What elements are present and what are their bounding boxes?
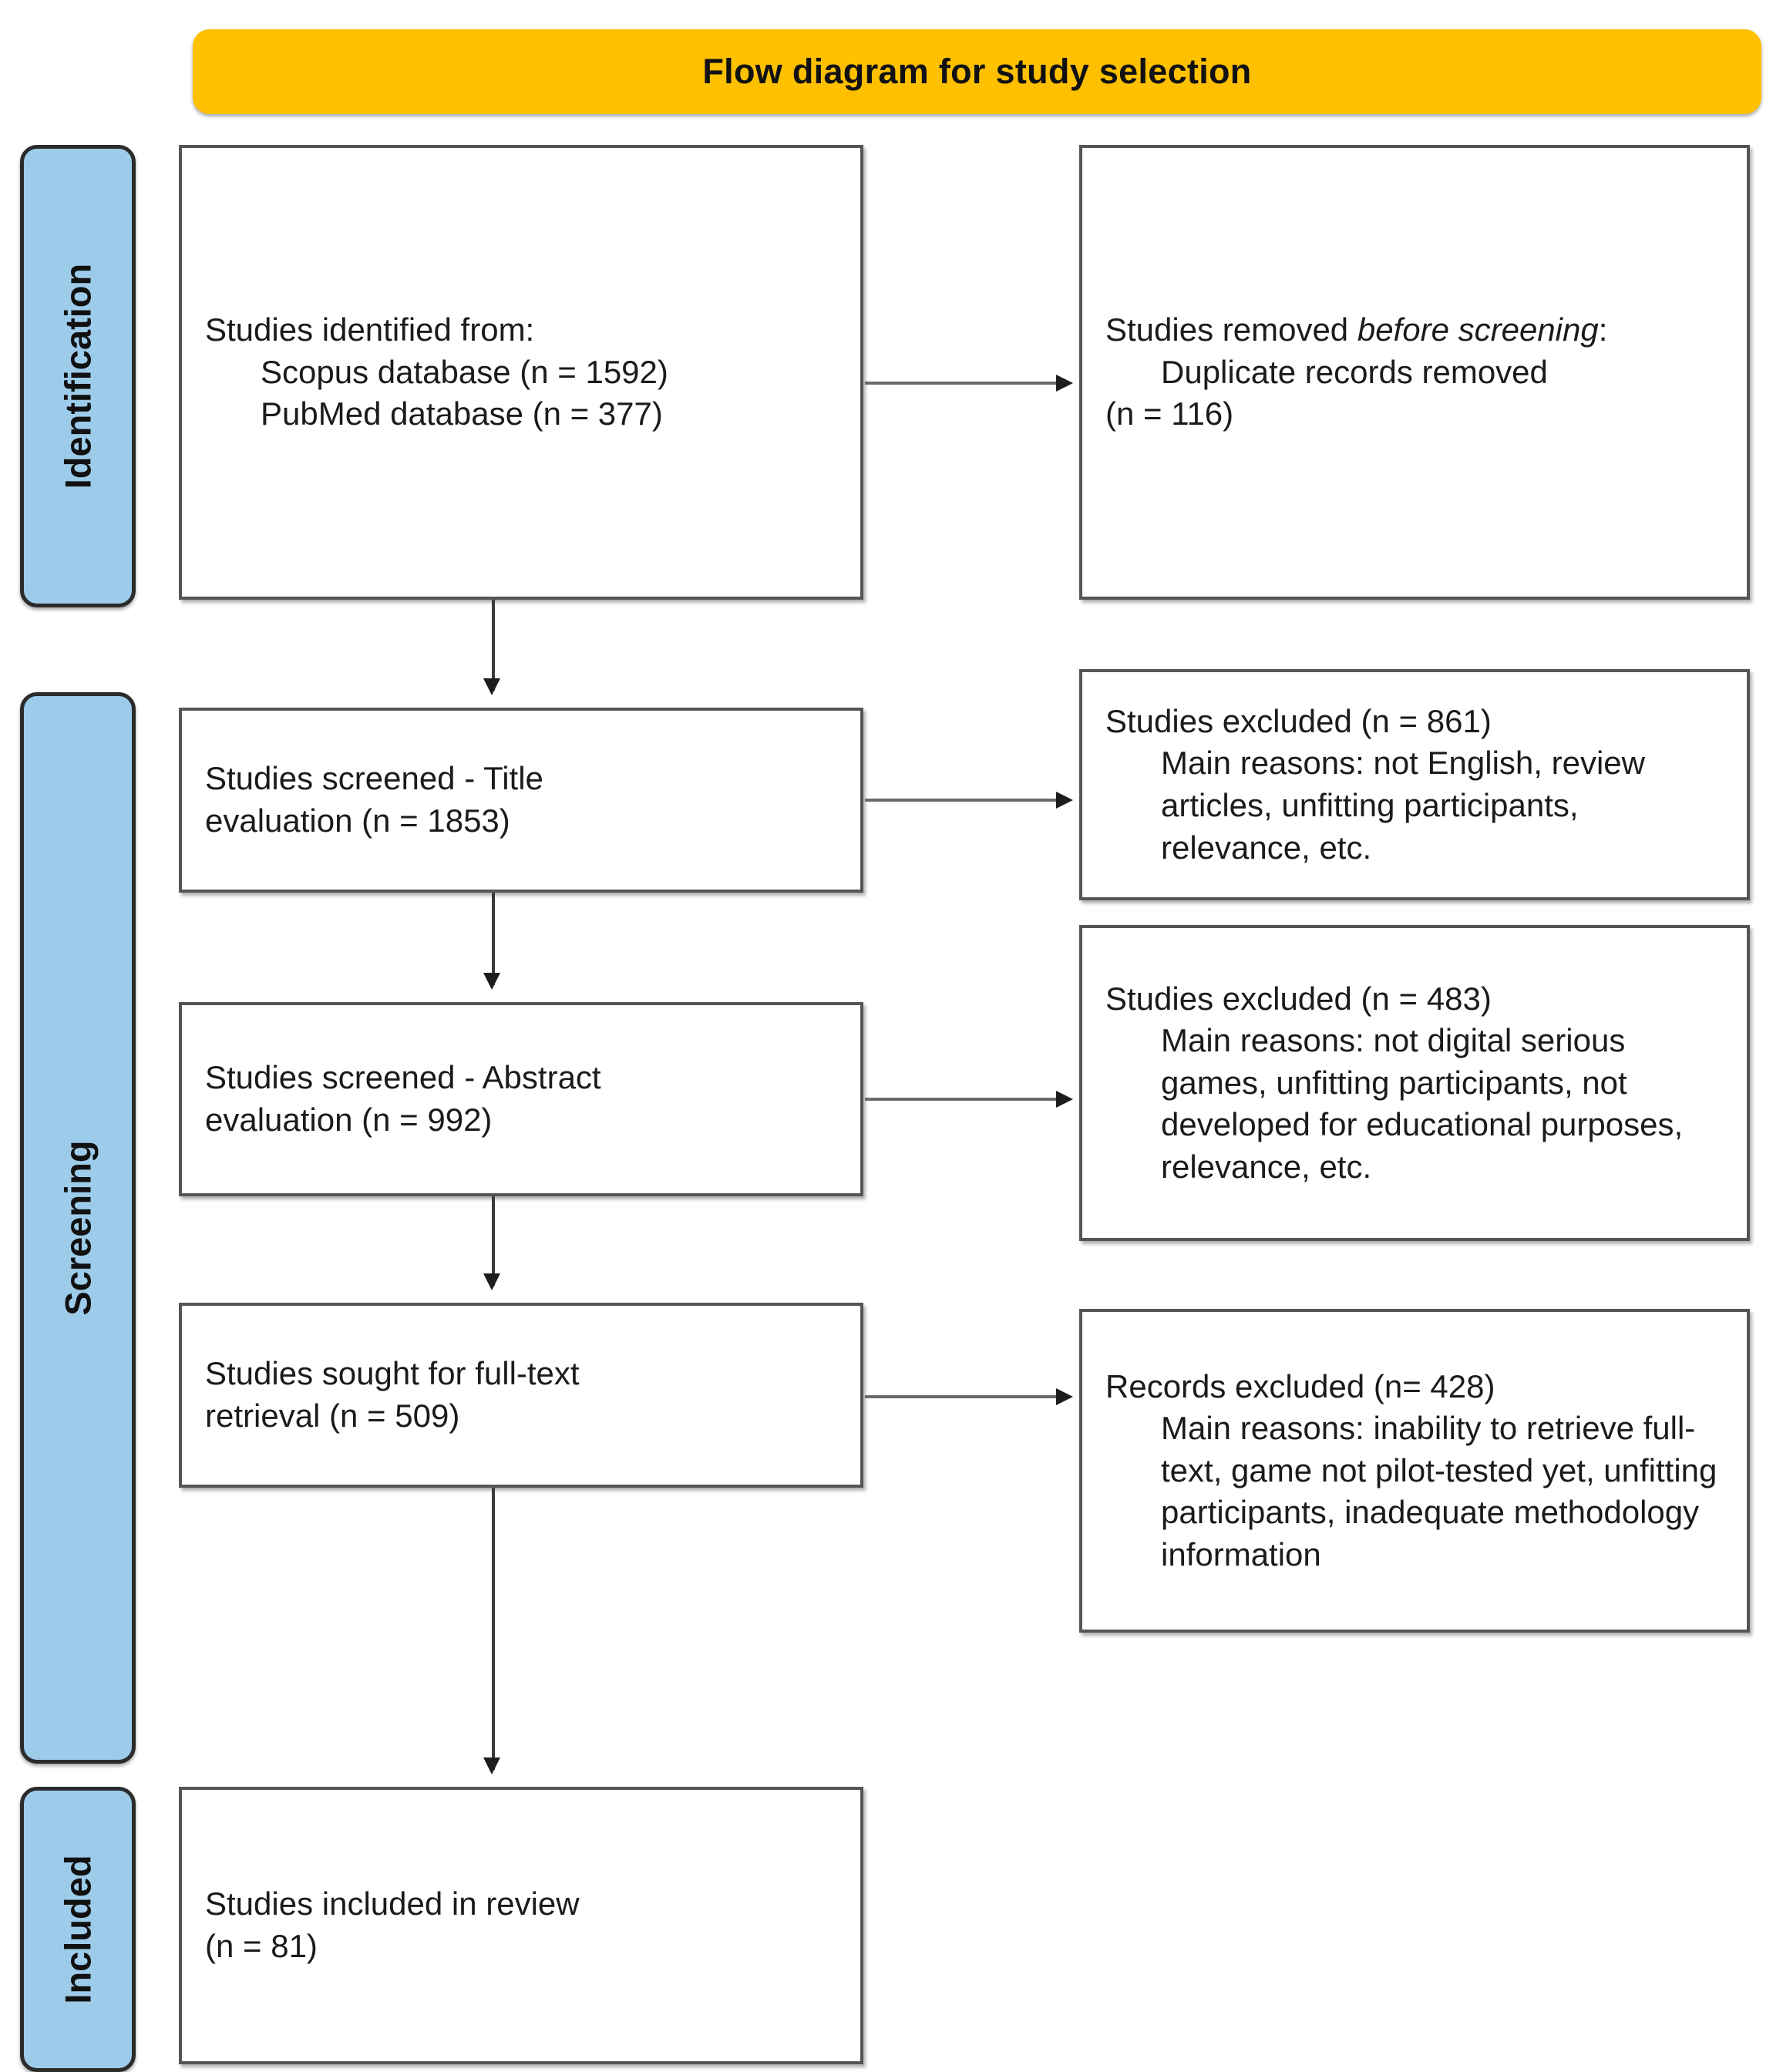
box-studies-screened-title: Studies screened - Title evaluation (n =… (179, 708, 863, 893)
studies-identified-pubmed: PubMed database (n = 377) (261, 395, 663, 432)
connector-title-to-excluded (865, 799, 1059, 802)
stage-rail-screening: Screening (20, 692, 136, 1764)
arrow-right-icon-4 (1056, 1388, 1073, 1405)
box-studies-removed-text: Studies removed before screening: Duplic… (1082, 309, 1747, 436)
connector-title-to-abstract (492, 893, 495, 985)
studies-screened-abstract-line2: evaluation (n = 992) (205, 1102, 493, 1138)
excluded-fulltext-count: Records excluded (n= 428) (1105, 1367, 1495, 1404)
excluded-fulltext-reasons: Main reasons: inability to retrieve full… (1161, 1410, 1717, 1572)
excluded-title-reasons: Main reasons: not English, review articl… (1161, 745, 1645, 866)
arrow-down-icon-1 (483, 678, 500, 695)
box-studies-excluded-title-text: Studies excluded (n = 861) Main reasons:… (1082, 701, 1747, 869)
connector-abstract-to-excluded (865, 1098, 1059, 1101)
page-title-banner: Flow diagram for study selection (193, 29, 1761, 114)
studies-removed-prefix: Studies removed (1105, 311, 1357, 348)
studies-removed-duplicates: Duplicate records removed (1161, 353, 1548, 390)
page-title: Flow diagram for study selection (702, 52, 1252, 91)
studies-identified-line1: Studies identified from: (205, 311, 535, 348)
stage-rail-identification: Identification (20, 145, 136, 607)
arrow-down-icon-3 (483, 1273, 500, 1290)
box-studies-sought-fulltext: Studies sought for full-text retrieval (… (179, 1303, 863, 1488)
studies-included-line2: (n = 81) (205, 1928, 318, 1964)
stage-rail-included: Included (20, 1787, 136, 2072)
studies-screened-title-line2: evaluation (n = 1853) (205, 802, 510, 839)
studies-removed-count: (n = 116) (1105, 395, 1234, 432)
arrow-right-icon-2 (1056, 792, 1073, 809)
stage-rail-screening-label: Screening (57, 1140, 99, 1316)
studies-fulltext-line2: retrieval (n = 509) (205, 1398, 460, 1434)
connector-fulltext-to-included (492, 1488, 495, 1770)
studies-removed-italic: before screening (1357, 311, 1599, 348)
arrow-down-icon-2 (483, 973, 500, 990)
box-studies-included: Studies included in review (n = 81) (179, 1787, 863, 2064)
studies-removed-suffix: : (1598, 311, 1608, 348)
studies-fulltext-line1: Studies sought for full-text (205, 1355, 580, 1392)
connector-identified-to-title (492, 600, 495, 691)
arrow-right-icon-1 (1056, 375, 1073, 392)
box-records-excluded-fulltext: Records excluded (n= 428) Main reasons: … (1079, 1309, 1750, 1633)
box-studies-excluded-abstract: Studies excluded (n = 483) Main reasons:… (1079, 925, 1750, 1241)
studies-screened-abstract-line1: Studies screened - Abstract (205, 1059, 601, 1096)
box-studies-screened-abstract: Studies screened - Abstract evaluation (… (179, 1002, 863, 1196)
excluded-abstract-reasons: Main reasons: not digital serious games,… (1161, 1022, 1684, 1185)
stage-rail-included-label: Included (57, 1855, 99, 2004)
arrow-right-icon-3 (1056, 1091, 1073, 1108)
box-studies-excluded-abstract-text: Studies excluded (n = 483) Main reasons:… (1082, 978, 1747, 1189)
connector-fulltext-to-excluded (865, 1395, 1059, 1398)
box-studies-screened-abstract-text: Studies screened - Abstract evaluation (… (182, 1057, 860, 1141)
box-studies-excluded-title: Studies excluded (n = 861) Main reasons:… (1079, 669, 1750, 900)
box-studies-sought-fulltext-text: Studies sought for full-text retrieval (… (182, 1353, 860, 1437)
box-studies-screened-title-text: Studies screened - Title evaluation (n =… (182, 758, 860, 842)
box-studies-removed-before-screening: Studies removed before screening: Duplic… (1079, 145, 1750, 600)
connector-abstract-to-fulltext (492, 1196, 495, 1286)
excluded-title-count: Studies excluded (n = 861) (1105, 702, 1492, 739)
arrow-down-icon-4 (483, 1758, 500, 1774)
stage-rail-identification-label: Identification (57, 263, 99, 489)
box-records-excluded-fulltext-text: Records excluded (n= 428) Main reasons: … (1082, 1366, 1747, 1576)
studies-identified-scopus: Scopus database (n = 1592) (261, 353, 668, 390)
box-studies-identified: Studies identified from: Scopus database… (179, 145, 863, 600)
excluded-abstract-count: Studies excluded (n = 483) (1105, 980, 1492, 1017)
studies-included-line1: Studies included in review (205, 1885, 580, 1922)
box-studies-identified-text: Studies identified from: Scopus database… (182, 309, 860, 436)
studies-screened-title-line1: Studies screened - Title (205, 760, 543, 797)
connector-identified-to-removed (865, 382, 1059, 385)
box-studies-included-text: Studies included in review (n = 81) (182, 1883, 860, 1967)
